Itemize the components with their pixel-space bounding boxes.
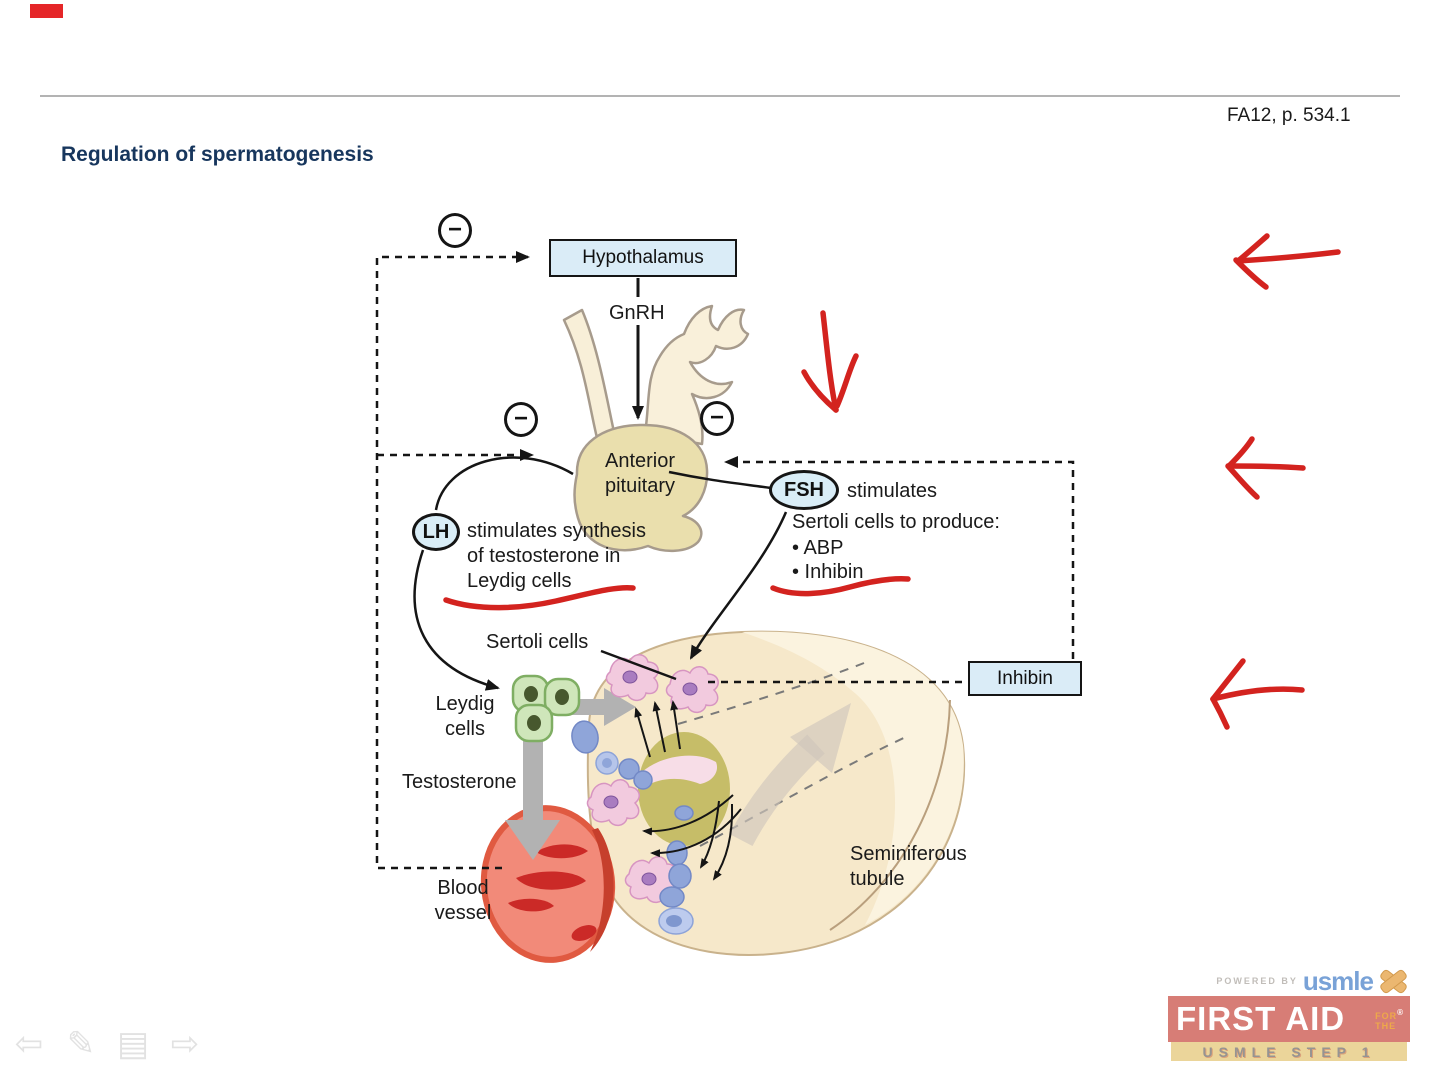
header-divider [40, 95, 1400, 97]
usmle-logo-text: usmle [1302, 965, 1374, 996]
registered-mark: ® [1397, 1007, 1404, 1017]
page-reference: FA12, p. 534.1 [1227, 105, 1351, 126]
sertoli-cells-label: Sertoli cells [486, 631, 589, 653]
lh-oval: LH [412, 513, 460, 551]
feedback-dashed-lines [375, 251, 1075, 870]
negative-feedback-sign-pituitary-right: − [700, 401, 734, 436]
first-aid-branding: POWERED BY usmle FIRST AID FOR® THE USML… [1168, 966, 1410, 1061]
leydig-cells-drawing [511, 674, 581, 743]
negative-feedback-sign-hypothalamus: − [438, 213, 472, 248]
pen-icon[interactable]: ✎ [66, 1025, 96, 1063]
seminiferous-tubule-label: Seminiferous tubule [850, 843, 967, 890]
first-aid-logo-text: FIRST AID [1176, 1000, 1346, 1037]
inhibin-box: Inhibin [968, 661, 1082, 696]
recording-indicator-bar [30, 4, 63, 18]
notes-icon[interactable]: ▤ [116, 1025, 150, 1063]
fsh-description: stimulates [847, 480, 938, 502]
first-aid-bar: FIRST AID FOR® THE [1168, 996, 1410, 1042]
sertoli-produce-label: Sertoli cells to produce: [792, 511, 1000, 533]
leydig-cells-label: Leydig cells [435, 693, 495, 740]
blood-vessel-drawing [480, 805, 616, 963]
pituitary-gland-drawing [562, 304, 750, 552]
hormone-connector-lines [413, 278, 788, 691]
lh-description: stimulates synthesis of testosterone in … [467, 520, 646, 592]
testosterone-label: Testosterone [402, 771, 517, 793]
hypothalamus-box: Hypothalamus [549, 239, 737, 277]
page-title: Regulation of spermatogenesis [61, 143, 374, 166]
gnrh-label: GnRH [609, 302, 665, 324]
negative-feedback-sign-pituitary-left: − [504, 402, 538, 437]
red-annotations [443, 233, 1341, 730]
forward-icon[interactable]: ⇨ [170, 1025, 200, 1063]
inhibin-bullet: • Inhibin [792, 561, 864, 583]
player-toolbar: ⇦ ✎ ▤ ⇨ [10, 1024, 204, 1064]
germ-cells-drawing [571, 720, 694, 935]
anterior-pituitary-label: Anterior pituitary [604, 450, 676, 497]
for-the-label: FOR® THE [1375, 1007, 1404, 1031]
bandage-cross-icon [1378, 966, 1409, 996]
powered-by-label: POWERED BY [1216, 976, 1298, 986]
gray-hormone-arrows [505, 688, 636, 860]
powered-by-row: POWERED BY usmle [1168, 966, 1410, 996]
blood-vessel-label: Blood vessel [434, 877, 492, 924]
usmle-step-bar: USMLE STEP 1 [1171, 1042, 1407, 1061]
back-icon[interactable]: ⇦ [14, 1025, 44, 1063]
spermatogenesis-arrows [634, 700, 742, 881]
fsh-oval: FSH [769, 470, 839, 510]
abp-bullet: • ABP [792, 537, 844, 559]
